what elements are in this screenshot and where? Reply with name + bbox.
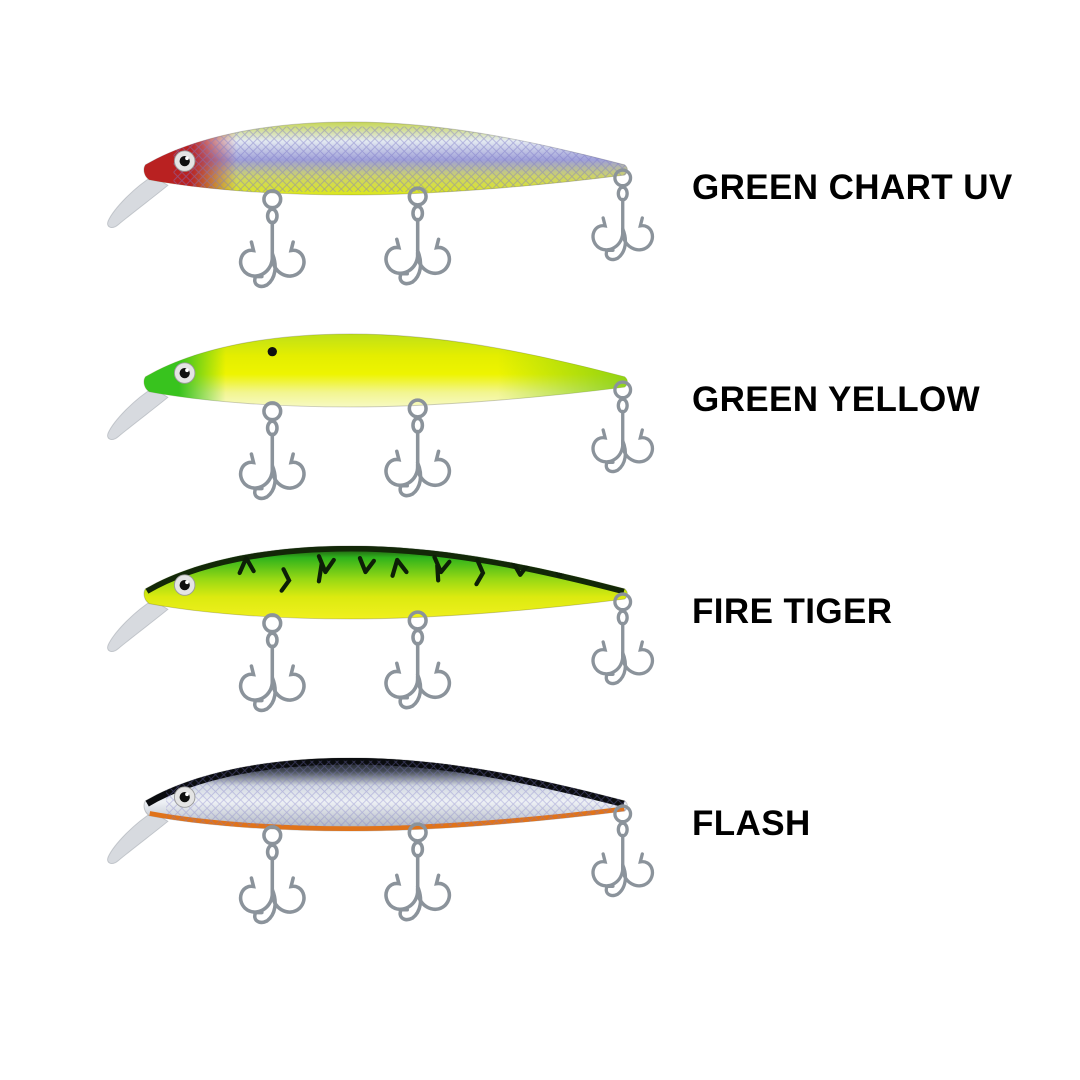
lure-label: FLASH xyxy=(692,804,811,843)
treble-hook-rear xyxy=(591,380,655,474)
diving-lip xyxy=(107,387,169,440)
treble-hook-middle xyxy=(384,398,452,498)
treble-hook-middle xyxy=(384,186,452,286)
diving-lip xyxy=(107,811,169,864)
lure-image-green-yellow xyxy=(107,333,655,501)
green-tail xyxy=(497,333,628,407)
treble-hook-front xyxy=(238,189,306,289)
holo-scales xyxy=(173,126,627,192)
lure-eye xyxy=(173,786,196,808)
lure-eye xyxy=(173,362,196,384)
lure-row-green-yellow: GREEN YELLOW xyxy=(0,292,1080,504)
diving-lip xyxy=(107,175,169,228)
lure-row-flash: FLASH xyxy=(0,716,1080,928)
lure-body xyxy=(143,545,628,620)
lure-label: GREEN CHART UV xyxy=(692,168,1013,207)
lure-eye xyxy=(173,150,196,172)
treble-hook-middle xyxy=(384,822,452,922)
lure-image-fire-tiger xyxy=(107,545,655,713)
treble-hook-rear xyxy=(591,168,655,262)
lure-label: GREEN YELLOW xyxy=(692,380,981,419)
lure-label: FIRE TIGER xyxy=(692,592,893,631)
treble-hook-rear xyxy=(591,804,655,898)
treble-hook-front xyxy=(238,825,306,925)
lure-row-fire-tiger: FIRE TIGER xyxy=(0,504,1080,716)
lure-row-green-chart-uv: GREEN CHART UV xyxy=(0,80,1080,292)
treble-hook-front xyxy=(238,401,306,501)
lure-eye xyxy=(173,574,196,596)
lure-image-green-chart-uv xyxy=(107,121,655,289)
treble-hook-front xyxy=(238,613,306,713)
body-dot xyxy=(267,346,277,357)
holo-scales xyxy=(166,760,627,826)
treble-hook-rear xyxy=(591,592,655,686)
treble-hook-middle xyxy=(384,610,452,710)
lure-image-flash xyxy=(107,757,655,925)
diving-lip xyxy=(107,599,169,652)
